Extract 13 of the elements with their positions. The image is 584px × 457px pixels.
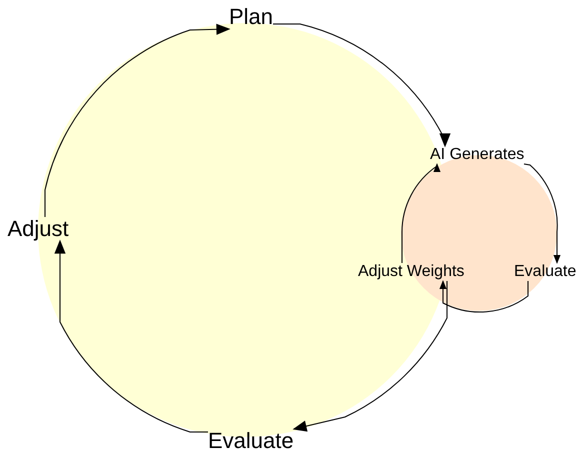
cycle-arrow [292,280,448,432]
cycle-arrow [272,24,451,148]
step-label: Evaluate [208,429,294,454]
step-label: AI Generates [430,146,524,164]
cycle-arrow [439,280,528,313]
cycle-arrow [44,24,230,218]
step-label: Adjust Weights [358,263,464,281]
step-label: Plan [229,5,274,30]
cycle-arrow [524,164,561,264]
step-label: Adjust [8,217,69,242]
cycle-arrow [54,240,208,432]
cycle-arrow [402,163,441,264]
step-label: Evaluate [514,263,576,281]
